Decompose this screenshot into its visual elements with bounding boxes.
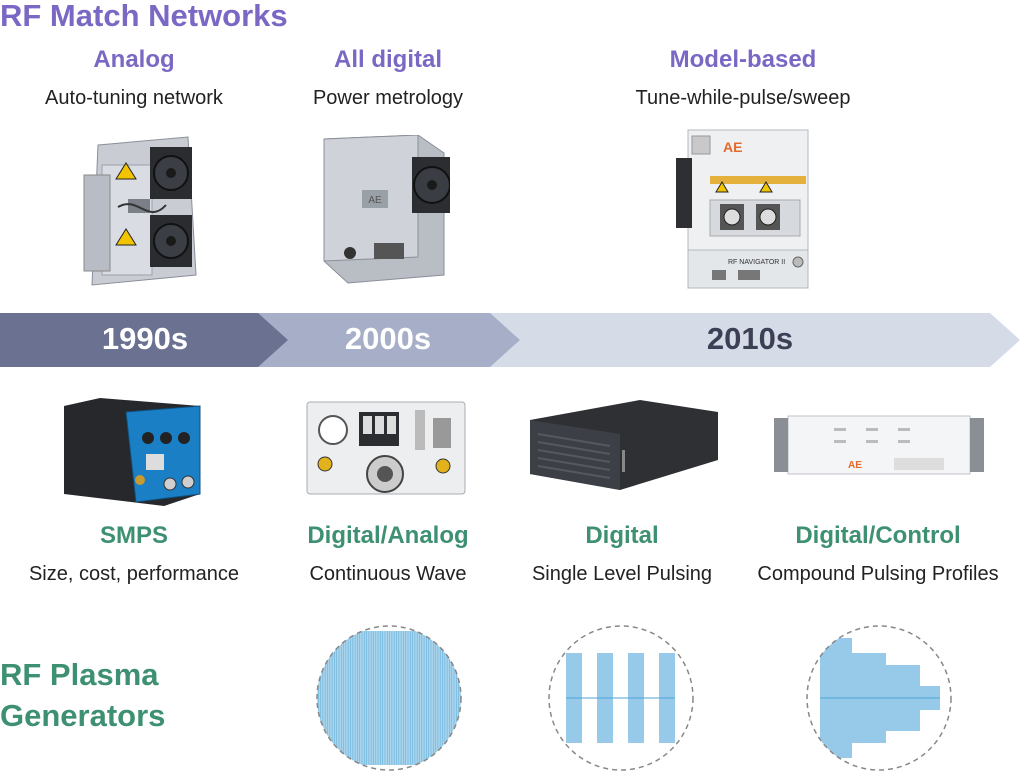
- gen-col-subtitle-digital-control: Compound Pulsing Profiles: [757, 563, 999, 585]
- gen-col-subtitle-smps: Size, cost, performance: [28, 563, 240, 585]
- match-col-heading-model: Model-based: [669, 46, 817, 73]
- digital-match-unit-icon: AE: [323, 135, 450, 284]
- timeline-arrow-2010s: [480, 313, 1020, 367]
- svg-text:AE: AE: [848, 460, 862, 471]
- svg-text:RF NAVIGATOR II: RF NAVIGATOR II: [728, 259, 785, 266]
- waveform-continuous-icon: [316, 625, 462, 771]
- smps-generator-icon: [64, 398, 201, 506]
- waveform-single-pulse-icon: [548, 625, 694, 771]
- rf-plasma-generators-title: RF Plasma Generators: [0, 654, 165, 736]
- timeline-arrow-1990s: [0, 313, 288, 367]
- gen-col-heading-digital: Digital: [585, 522, 659, 549]
- timeline-label-1990s: 1990s: [101, 321, 189, 356]
- svg-text:AE: AE: [723, 139, 742, 155]
- timeline-label-2010s: 2010s: [706, 321, 794, 356]
- analog-match-unit-icon: [83, 136, 197, 286]
- timeline-arrow-2000s: [248, 313, 520, 367]
- rf-match-networks-title: RF Match Networks: [0, 0, 288, 33]
- plasma-title-line1: RF Plasma: [0, 657, 159, 692]
- svg-text:AE: AE: [368, 195, 382, 206]
- panel-generator-icon: [306, 401, 466, 495]
- plasma-title-line2: Generators: [0, 698, 166, 733]
- gen-col-heading-digital-control: Digital/Control: [795, 522, 961, 549]
- navigator-match-unit-icon: AE RF NAVIGATOR II: [676, 129, 809, 289]
- gen-col-subtitle-digital: Single Level Pulsing: [531, 563, 713, 585]
- match-col-subtitle-digital: Power metrology: [312, 87, 464, 109]
- gen-col-subtitle-digital-analog: Continuous Wave: [309, 563, 467, 585]
- gen-col-heading-digital-analog: Digital/Analog: [307, 522, 469, 549]
- rack-generator-icon: AE: [774, 415, 984, 475]
- timeline-arrows: [0, 313, 1020, 367]
- match-col-subtitle-analog: Auto-tuning network: [45, 87, 223, 109]
- black-generator-icon: [530, 400, 718, 490]
- match-col-subtitle-model: Tune-while-pulse/sweep: [635, 87, 851, 109]
- match-col-heading-digital: All digital: [334, 46, 442, 73]
- match-col-heading-analog: Analog: [93, 46, 175, 73]
- gen-col-heading-smps: SMPS: [99, 522, 168, 549]
- timeline-label-2000s: 2000s: [344, 321, 432, 356]
- waveform-compound-pulse-icon: [806, 625, 952, 771]
